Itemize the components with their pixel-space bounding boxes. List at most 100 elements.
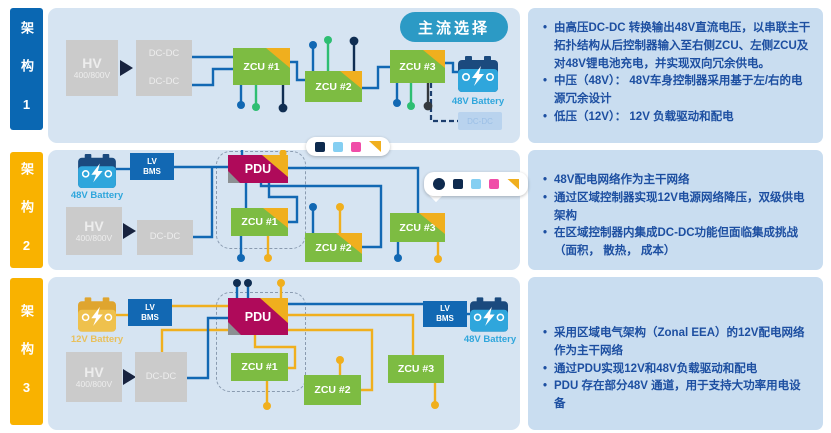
arch2-bullet-list: 48V配电网络作为主干网络 通过区域控制器实现12V电源网络降压，双级供电架构 … — [528, 150, 823, 267]
text-panel-arch1: 由高压DC-DC 转换输出48V直流电压，以串联主干拓扑结构从后控制器输入至右侧… — [528, 8, 823, 143]
sidebar-arch3: 架 构 3 — [10, 278, 43, 425]
dcdc-label: DC-DC — [145, 370, 177, 382]
battery-48v-label: 48V Battery — [463, 334, 517, 345]
sidebar-arch2: 架 构 2 — [10, 152, 43, 268]
zcu3-box: ZCU #3 — [388, 355, 444, 383]
dcdc-box-dual: DC-DC DC-DC — [136, 40, 192, 96]
lv-label: LV — [145, 302, 155, 312]
yellow-triangle-icon — [507, 178, 519, 190]
bullet: 低压（12V）： 12V 负载驱动和配电 — [540, 109, 811, 127]
bullet: 中压（48V）： 48V车身控制器采用基于左/右的电源冗余设计 — [540, 73, 811, 109]
zcu2-label: ZCU #2 — [315, 241, 352, 254]
diagram-arch1: HV 400/800V DC-DC DC-DC ZCU #1 ZCU #2 ZC… — [48, 8, 520, 143]
lightblue-square-icon — [471, 179, 481, 189]
diagram-arch3: 12V Battery LV BMS PDU ZCU #1 ZCU #2 ZCU… — [48, 277, 520, 430]
lv-bms-box: LV BMS — [128, 299, 172, 326]
bms-label: BMS — [436, 314, 454, 323]
navy-circle-icon — [433, 178, 445, 190]
zcu3-ports — [394, 242, 442, 263]
bms-label: BMS — [143, 166, 161, 176]
bullet: 通过PDU实现12V和48V负载驱动和配电 — [540, 361, 811, 379]
yellow-triangle-icon — [369, 141, 381, 152]
zcu3-box: ZCU #3 — [390, 213, 445, 242]
diagram-arch2: 48V Battery LV BMS PDU ZCU #1 ZCU #2 ZCU… — [48, 150, 520, 270]
pdu-box: PDU — [228, 155, 288, 183]
battery-48v-icon — [470, 297, 508, 332]
lv-bms-box: LV BMS — [130, 153, 174, 180]
mainstream-badge: 主流选择 — [400, 12, 508, 42]
zcu1-box: ZCU #1 — [233, 48, 290, 85]
zcu2-box: ZCU #2 — [304, 375, 361, 405]
hv-sub-label: 400/800V — [73, 70, 111, 81]
zcu3-box: ZCU #3 — [390, 50, 445, 83]
bullet: 在区域控制器内集成DC-DC功能但面临集成挑战（面积， 散热， 成本） — [540, 225, 811, 261]
battery-48v-label: 48V Battery — [451, 96, 505, 107]
battery-48v-icon — [78, 154, 116, 188]
zcu3-label: ZCU #3 — [399, 60, 436, 73]
sidebar-arch1-label: 架 构 1 — [19, 21, 34, 117]
pink-square-icon — [351, 141, 361, 152]
sidebar-arch1: 架 构 1 — [10, 8, 43, 130]
zcu2-label: ZCU #2 — [314, 384, 351, 396]
bullet: 48V配电网络作为主干网络 — [540, 172, 811, 190]
hv-box: HV 400/800V — [66, 40, 118, 96]
pink-square-icon — [489, 179, 499, 189]
zcu1-box: ZCU #1 — [231, 208, 288, 236]
zcu1-label: ZCU #1 — [243, 60, 280, 73]
zcu3-label: ZCU #3 — [397, 363, 435, 375]
flow-arrow-icon — [123, 369, 136, 385]
zcu3-ports — [393, 83, 433, 111]
hv-sub-label: 400/800V — [75, 379, 113, 390]
zcu3-label: ZCU #3 — [399, 221, 436, 234]
battery-12v-label: 12V Battery — [70, 334, 124, 345]
dcdc-box: DC-DC — [137, 220, 193, 255]
text-panel-arch2: 48V配电网络作为主干网络 通过区域控制器实现12V电源网络降压，双级供电架构 … — [528, 150, 823, 270]
lv-label: LV — [440, 304, 450, 314]
arch1-bullet-list: 由高压DC-DC 转换输出48V直流电压，以串联主干拓扑结构从后控制器输入至右侧… — [528, 8, 823, 133]
dcdc-box: DC-DC — [135, 352, 187, 402]
bms-label: BMS — [141, 312, 159, 322]
gray-corner-icon — [228, 171, 240, 183]
lightblue-square-icon — [333, 141, 343, 152]
dcdc-label: DC-DC — [467, 116, 493, 126]
legend-callout — [424, 172, 528, 196]
sidebar-arch3-label: 架 构 3 — [19, 303, 34, 400]
navy-square-icon — [315, 141, 325, 152]
zcu2-box: ZCU #2 — [305, 233, 362, 262]
dcdc-label: DC-DC — [148, 75, 180, 87]
arch3-bullet-list: 采用区域电气架构（Zonal EEA）的12V配电网络作为主干网络 通过PDU实… — [528, 277, 823, 420]
navy-square-icon — [453, 179, 463, 189]
zcu1-ports — [237, 85, 288, 113]
flow-arrow-icon — [123, 223, 136, 239]
hv-label: HV — [84, 364, 104, 381]
zcu1-label: ZCU #1 — [241, 361, 278, 373]
hv-label: HV — [84, 218, 104, 235]
hv-sub-label: 400/800V — [75, 233, 113, 244]
legend-strip — [306, 137, 390, 156]
text-panel-arch3: 采用区域电气架构（Zonal EEA）的12V配电网络作为主干网络 通过PDU实… — [528, 277, 823, 430]
lv-bms-box: LV BMS — [423, 301, 467, 327]
hv-box: HV 400/800V — [66, 352, 122, 402]
zcu2-label: ZCU #2 — [315, 80, 352, 93]
zcu2-box: ZCU #2 — [305, 71, 362, 102]
dcdc-label: DC-DC — [149, 231, 181, 243]
hv-label: HV — [82, 55, 102, 72]
bullet: 由高压DC-DC 转换输出48V直流电压，以串联主干拓扑结构从后控制器输入至右侧… — [540, 20, 811, 73]
zcu1-label: ZCU #1 — [241, 216, 278, 228]
dcdc-label: DC-DC — [148, 47, 180, 59]
pdu-label: PDU — [244, 309, 272, 324]
battery-12v-icon — [78, 297, 116, 332]
zcu1-box: ZCU #1 — [231, 353, 288, 381]
zcu2-ports — [309, 203, 344, 233]
hv-box: HV 400/800V — [66, 207, 122, 255]
bullet: 采用区域电气架构（Zonal EEA）的12V配电网络作为主干网络 — [540, 325, 811, 361]
zcu2-ports — [309, 36, 359, 71]
bullet: 通过区域控制器实现12V电源网络降压，双级供电架构 — [540, 190, 811, 226]
sidebar-arch2-label: 架 构 2 — [19, 162, 34, 258]
battery-48v-label: 48V Battery — [70, 190, 124, 201]
lv-label: LV — [147, 156, 157, 166]
bullet: PDU 存在部分48V 通道，用于支持大功率用电设备 — [540, 378, 811, 414]
flow-arrow-icon — [120, 60, 133, 76]
pdu-box: PDU — [228, 298, 288, 335]
